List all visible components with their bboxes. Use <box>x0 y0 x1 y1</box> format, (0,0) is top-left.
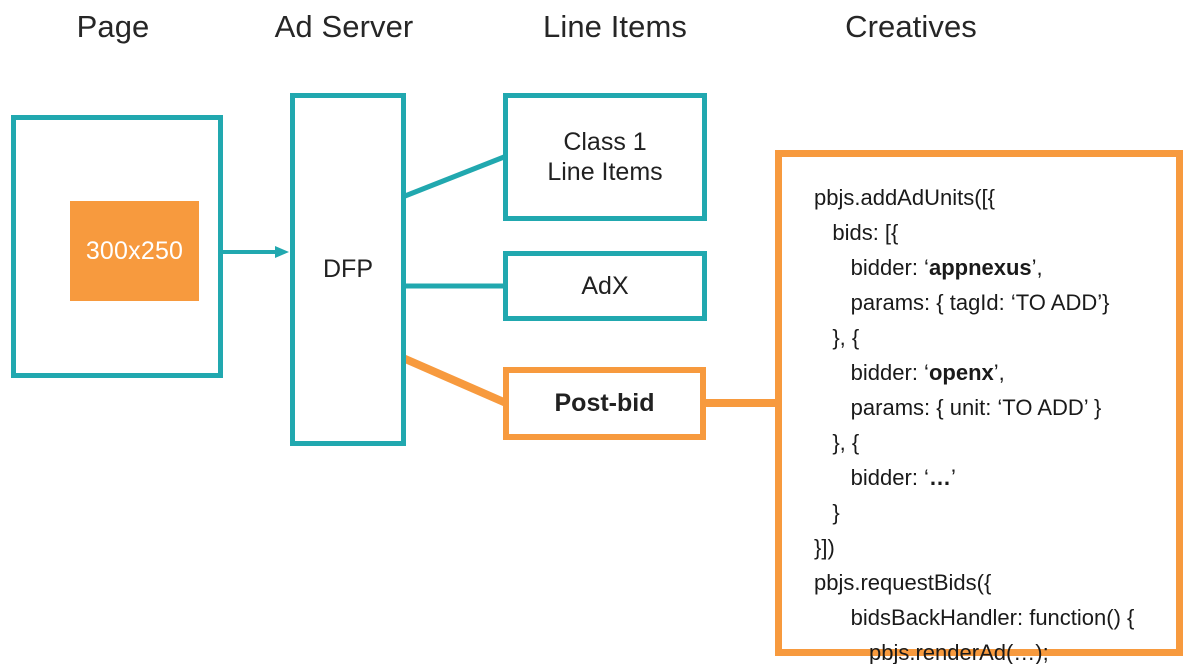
class1-label-line2: Line Items <box>547 158 663 186</box>
code-line: bidder: ‘…’ <box>814 465 956 490</box>
code-bidder-name: … <box>928 465 951 490</box>
code-line: } <box>814 500 840 525</box>
code-line: }, { <box>814 430 860 455</box>
code-line: pbjs.addAdUnits([{ <box>814 185 995 210</box>
creative-code-box[interactable]: pbjs.addAdUnits([{ bids: [{ bidder: ‘app… <box>775 150 1183 664</box>
code-line: bids: [{ <box>814 220 899 245</box>
class1-line-items-label: Class 1 Line Items <box>547 127 662 188</box>
code-line: bidder: ‘appnexus’, <box>814 255 1043 280</box>
arrowhead-icon <box>275 246 289 258</box>
column-header-creatives: Creatives <box>845 9 977 44</box>
adx-label: AdX <box>581 271 629 300</box>
ad-slot-label: 300x250 <box>85 236 184 265</box>
code-bidder-name: openx <box>928 360 994 385</box>
code-line: params: { tagId: ‘TO ADD’} <box>814 290 1110 315</box>
code-line: }, { <box>814 325 860 350</box>
column-header-line-items: Line Items <box>542 9 688 44</box>
wire-dfp-to-postbid <box>401 354 508 407</box>
code-bidder-name: appnexus <box>928 255 1032 280</box>
code-line: bidsBackHandler: function() { <box>814 605 1135 630</box>
code-line: bidder: ‘openx’, <box>814 360 1005 385</box>
prebid-code-listing: pbjs.addAdUnits([{ bids: [{ bidder: ‘app… <box>814 180 1134 664</box>
ad-server-dfp-box[interactable]: DFP <box>290 93 406 446</box>
class1-line-items-box[interactable]: Class 1 Line Items <box>503 93 707 221</box>
post-bid-label: Post-bid <box>554 389 655 418</box>
post-bid-box[interactable]: Post-bid <box>503 367 706 440</box>
column-header-page: Page <box>76 9 150 44</box>
code-line: }]) <box>814 535 835 560</box>
ad-slot-300x250[interactable]: 300x250 <box>70 201 199 301</box>
code-line: pbjs.requestBids({ <box>814 570 992 595</box>
adx-box[interactable]: AdX <box>503 251 707 321</box>
wire-dfp-to-class1 <box>404 154 505 199</box>
code-line: pbjs.renderAd(…); <box>814 640 1049 664</box>
ad-server-dfp-label: DFP <box>323 255 373 284</box>
column-header-ad-server: Ad Server <box>274 9 414 44</box>
code-line: params: { unit: ‘TO ADD’ } <box>814 395 1102 420</box>
class1-label-line1: Class 1 <box>563 127 647 156</box>
